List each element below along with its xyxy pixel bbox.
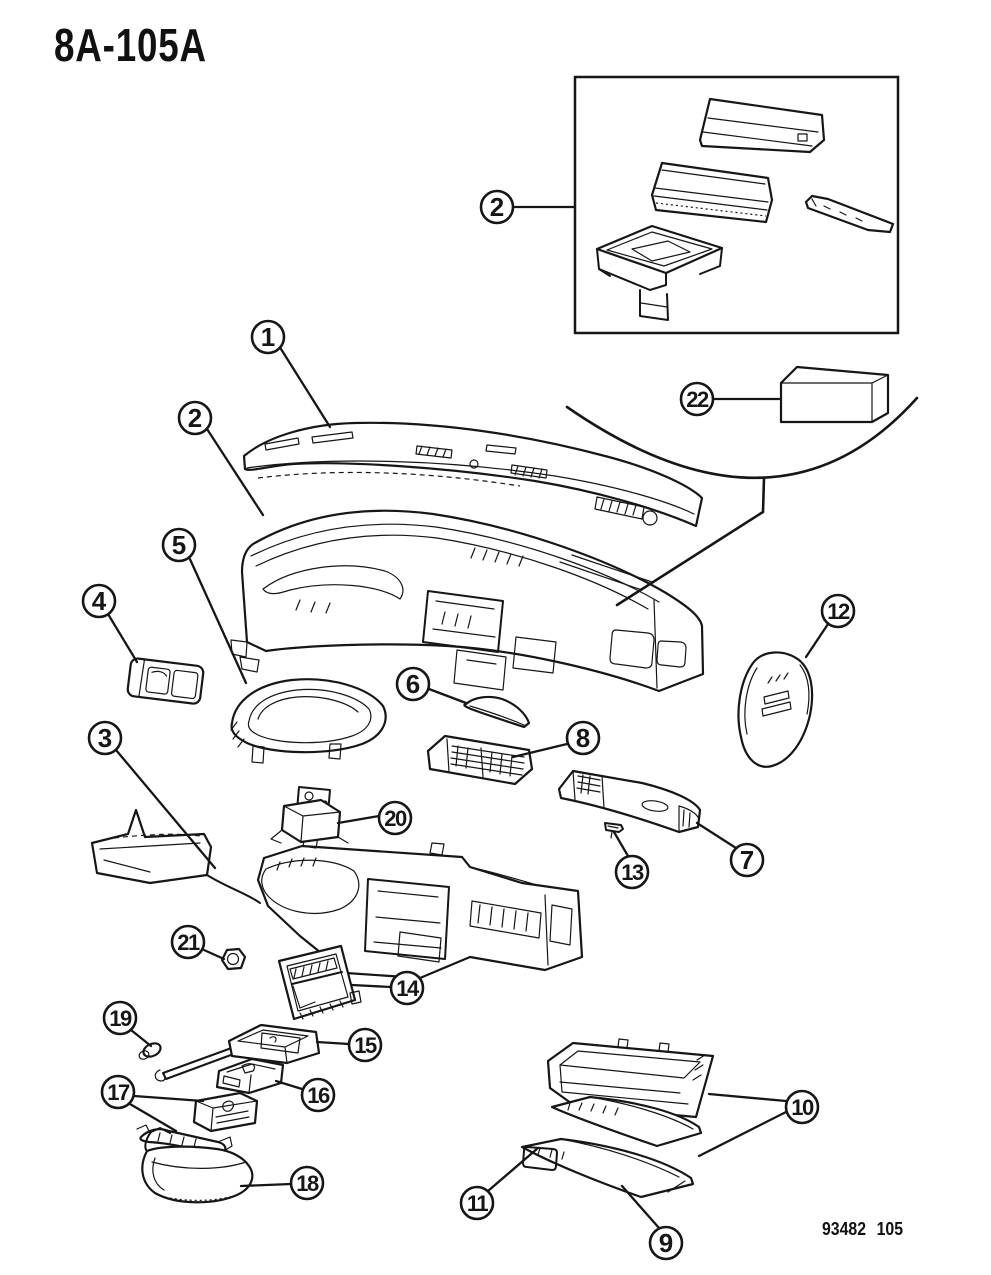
detail-inset-box [573, 75, 900, 335]
callout-20: 20 [336, 800, 413, 836]
callout-7: 7 [695, 821, 765, 878]
part-5-drawing [230, 678, 387, 764]
part-13-drawing [604, 822, 624, 839]
part-15-drawing [154, 1023, 321, 1082]
callout-14: 14 [350, 970, 425, 1006]
page-title: 8A-105A [54, 19, 207, 71]
callout-10: 10 [697, 1089, 820, 1158]
svg-text:7: 7 [740, 845, 754, 875]
callout-9: 9 [620, 1184, 684, 1261]
part-1-drawing [242, 421, 704, 528]
svg-text:3: 3 [98, 723, 112, 753]
callout-19: 19 [102, 1000, 153, 1048]
callout-21: 21 [170, 924, 226, 961]
callout-5: 5 [161, 527, 248, 685]
callout-2: 2 [177, 400, 265, 517]
part-10b-drawing [550, 1095, 703, 1148]
callout-2: 2 [479, 189, 577, 225]
svg-text:19: 19 [109, 1006, 132, 1031]
svg-text:2: 2 [188, 403, 202, 433]
svg-text:14: 14 [396, 976, 420, 1001]
callout-12: 12 [804, 593, 856, 659]
part-12-drawing [737, 651, 814, 768]
part-20-drawing [270, 786, 349, 844]
callout-3: 3 [87, 720, 217, 870]
svg-text:1: 1 [261, 322, 275, 352]
callout-18: 18 [239, 1165, 325, 1201]
part-2-drawing [230, 509, 705, 693]
svg-text:13: 13 [621, 860, 644, 885]
svg-text:21: 21 [177, 930, 200, 955]
part-16-drawing [215, 1057, 285, 1095]
svg-text:18: 18 [296, 1171, 319, 1196]
callout-22: 22 [679, 381, 781, 417]
svg-text:9: 9 [659, 1228, 673, 1258]
svg-text:11: 11 [467, 1191, 489, 1216]
part-4-drawing [126, 657, 205, 705]
part-8-drawing [426, 734, 534, 786]
drawing-code: 93482 105 [822, 1219, 904, 1239]
callout-6: 6 [395, 666, 468, 705]
callout-8: 8 [511, 720, 601, 759]
callout-4: 4 [81, 583, 139, 664]
part-7-drawing [557, 769, 702, 834]
inset-parts-drawing [595, 97, 895, 321]
svg-text:10: 10 [791, 1095, 814, 1120]
callout-1: 1 [250, 319, 332, 429]
part-3-drawing [90, 808, 584, 980]
svg-text:4: 4 [92, 586, 107, 616]
svg-text:5: 5 [172, 530, 186, 560]
svg-text:15: 15 [354, 1033, 377, 1058]
part-18-drawing [141, 1127, 254, 1204]
callout-11: 11 [459, 1146, 540, 1221]
svg-text:22: 22 [686, 387, 709, 412]
callout-16: 16 [274, 1077, 336, 1113]
svg-text:16: 16 [307, 1083, 330, 1108]
part-22-drawing [779, 365, 890, 424]
part-19-drawing [138, 1042, 162, 1060]
part-6-drawing [463, 695, 531, 729]
callout-15: 15 [315, 1027, 383, 1063]
part-9-11-drawing [520, 1137, 695, 1199]
svg-text:12: 12 [827, 599, 850, 624]
callout-13: 13 [612, 830, 650, 890]
svg-text:6: 6 [406, 669, 420, 699]
svg-text:20: 20 [384, 806, 407, 831]
callout-17: 17 [100, 1074, 205, 1133]
part-21-drawing [220, 947, 247, 971]
svg-text:2: 2 [490, 192, 504, 222]
svg-text:8: 8 [576, 723, 590, 753]
svg-text:17: 17 [107, 1080, 130, 1105]
detail-reference-arc [565, 396, 919, 607]
part-14-drawing [277, 944, 362, 1021]
